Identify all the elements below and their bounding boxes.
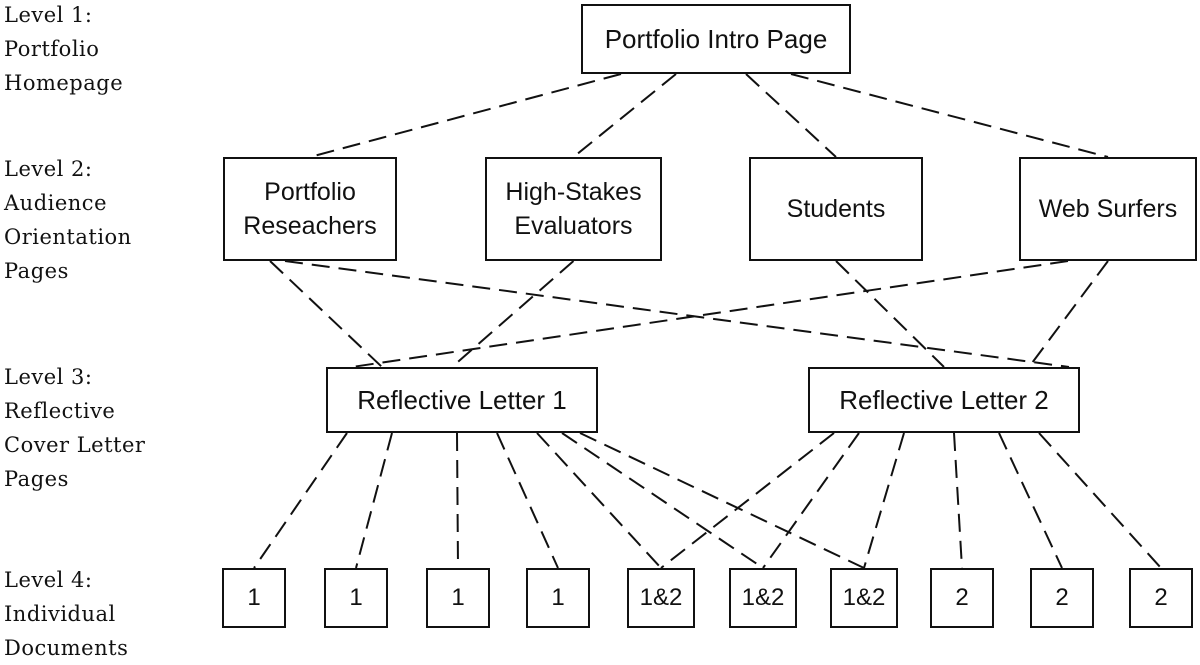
node-label: Reseachers	[243, 212, 377, 240]
edge-letter1-doc1	[355, 432, 393, 569]
level-label-line: Level 1:	[4, 3, 93, 27]
document-node: 2	[930, 568, 994, 628]
level-1-label: Level 1: Portfolio Homepage	[4, 0, 123, 100]
level-label-line: Level 3:	[4, 365, 93, 389]
node-label: 2	[1055, 584, 1069, 611]
portfolio-intro-page-node: Portfolio Intro Page	[581, 4, 851, 74]
node-label: Portfolio	[264, 178, 356, 206]
node-label: Students	[786, 195, 886, 223]
high-stakes-evaluators-node: High-Stakes Evaluators	[485, 157, 662, 261]
node-label: High-Stakes	[505, 178, 642, 206]
level-label-line: Individual	[4, 602, 116, 626]
edge-letter2-doc9	[1038, 432, 1162, 569]
node-label: 2	[955, 584, 969, 611]
edge-letter1-doc6	[579, 432, 865, 569]
edge-researchers-letter2	[284, 260, 1070, 368]
node-label: 1&2	[639, 584, 683, 611]
edge-intro-surfers	[790, 73, 1109, 158]
edge-letter1-doc0	[253, 432, 348, 569]
node-label: Reflective Letter 1	[357, 385, 567, 415]
level-label-line: Documents	[4, 636, 129, 660]
level-label-line: Level 4:	[4, 568, 93, 592]
edge-evaluators-letter1	[451, 260, 575, 368]
level-label-line: Cover Letter	[4, 433, 146, 457]
edge-letter1-doc2	[456, 432, 459, 569]
document-node: 2	[1030, 568, 1094, 628]
level-3-label: Level 3: Reflective Cover Letter Pages	[4, 360, 145, 496]
edge-letter2-doc6	[863, 432, 905, 569]
edge-letter2-doc7	[953, 432, 963, 569]
edge-intro-researchers	[309, 73, 622, 158]
node-label: Reflective Letter 2	[839, 385, 1049, 415]
node-label: 1	[551, 584, 565, 611]
edge-intro-evaluators	[572, 73, 677, 158]
web-surfers-node: Web Surfers	[1019, 157, 1197, 261]
level-label-line: Reflective	[4, 399, 116, 423]
edge-students-letter2	[835, 260, 945, 368]
node-label: Portfolio Intro Page	[604, 24, 828, 54]
document-node: 1&2	[830, 568, 898, 628]
node-label: 1	[349, 584, 363, 611]
edge-surfers-letter2	[1028, 260, 1109, 368]
level-label-line: Audience	[4, 191, 107, 215]
edge-surfers-letter1	[351, 260, 1069, 368]
document-node: 1	[426, 568, 490, 628]
node-label: 1&2	[741, 584, 785, 611]
document-node: 1	[526, 568, 590, 628]
edge-letter1-doc5	[561, 432, 764, 569]
edge-letter1-doc3	[496, 432, 559, 569]
document-node: 1	[222, 568, 286, 628]
level-label-line: Orientation	[4, 225, 132, 249]
node-label: Evaluators	[514, 212, 633, 240]
document-node: 1&2	[627, 568, 695, 628]
portfolio-researchers-node: Portfolio Reseachers	[223, 157, 397, 261]
reflective-letter-1-node: Reflective Letter 1	[326, 367, 598, 433]
reflective-letter-2-node: Reflective Letter 2	[808, 367, 1080, 433]
node-label: 2	[1154, 584, 1168, 611]
edge-letter2-doc8	[998, 432, 1063, 569]
edge-intro-students	[745, 73, 837, 158]
level-4-label: Level 4: Individual Documents	[4, 563, 128, 665]
document-node: 1	[324, 568, 388, 628]
students-node: Students	[749, 157, 923, 261]
document-node: 2	[1129, 568, 1193, 628]
edge-letter1-doc4	[536, 432, 662, 569]
level-label-line: Portfolio	[4, 37, 100, 61]
edge-letter2-doc5	[762, 432, 860, 569]
node-label: 1&2	[842, 584, 886, 611]
edge-researchers-letter1	[269, 260, 383, 368]
edge-letter2-doc4	[660, 432, 835, 569]
level-label-line: Homepage	[4, 71, 124, 95]
level-2-label: Level 2: Audience Orientation Pages	[4, 152, 132, 288]
level-label-line: Pages	[4, 467, 69, 491]
node-label: 1	[451, 584, 465, 611]
level-label-line: Level 2:	[4, 157, 93, 181]
document-node: 1&2	[729, 568, 797, 628]
node-label: 1	[247, 584, 261, 611]
level-label-line: Pages	[4, 259, 69, 283]
node-label: Web Surfers	[1038, 195, 1178, 223]
